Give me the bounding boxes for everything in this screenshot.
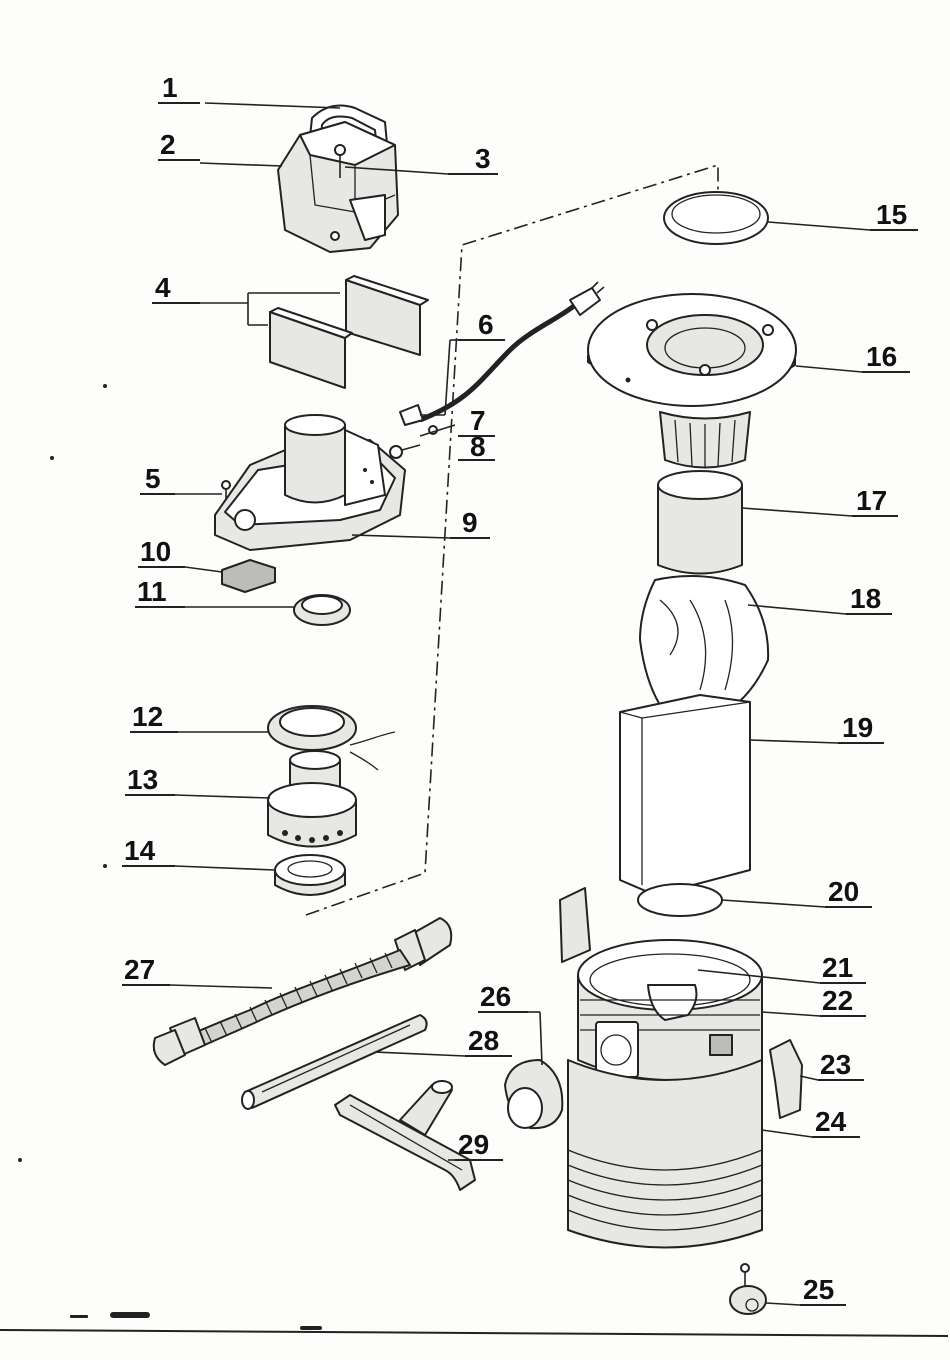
callout-25: 25 (803, 1274, 834, 1305)
callout-14: 14 (124, 835, 156, 866)
callout-8: 8 (470, 431, 486, 462)
part-9-motor-housing (215, 415, 405, 550)
part-18-cloth-filter (640, 576, 768, 715)
callout-27: 27 (124, 954, 155, 985)
callout-3: 3 (475, 143, 491, 174)
callout-9: 9 (462, 507, 478, 538)
part-23-latch (770, 1040, 802, 1118)
callout-16: 16 (866, 341, 897, 372)
part-11-seal-ring (294, 595, 350, 625)
callout-18: 18 (850, 583, 881, 614)
part-20-filter-disc (638, 884, 722, 916)
callout-4: 4 (155, 272, 171, 303)
part-29-floor-nozzle (335, 1081, 475, 1190)
part-7-cable-clip (420, 425, 455, 436)
part-6-power-cable (400, 282, 604, 425)
callout-28: 28 (468, 1025, 499, 1056)
part-16-lid-plate (588, 294, 796, 468)
part-8-screw (390, 445, 420, 458)
callout-12: 12 (132, 701, 163, 732)
part-14-lower-gasket (275, 855, 345, 895)
callout-19: 19 (842, 712, 873, 743)
part-2-handle-housing (278, 122, 398, 252)
callout-21: 21 (822, 952, 853, 983)
part-19-dust-bag (620, 695, 750, 895)
callout-17: 17 (856, 485, 887, 516)
callout-20: 20 (828, 876, 859, 907)
part-25-caster-wheel (730, 1264, 766, 1314)
callout-23: 23 (820, 1049, 851, 1080)
part-22-head-ring (578, 940, 762, 1080)
part-27-suction-hose (154, 918, 452, 1065)
callout-11: 11 (137, 576, 167, 607)
part-13-motor (268, 751, 356, 847)
callout-29: 29 (458, 1129, 489, 1160)
callout-15: 15 (876, 199, 907, 230)
callout-13: 13 (127, 764, 158, 795)
callout-2: 2 (160, 129, 176, 160)
part-17-filter-sleeve (658, 471, 742, 574)
callout-26: 26 (480, 981, 511, 1012)
callout-6: 6 (478, 309, 494, 340)
callout-22: 22 (822, 985, 853, 1016)
part-10-filter-block (222, 560, 275, 592)
part-26-hose-adaptor (505, 1060, 562, 1128)
part-24-container-drum (568, 1060, 762, 1248)
callout-24: 24 (815, 1106, 847, 1137)
part-28-extension-tube (242, 1015, 427, 1109)
part-15-top-ring (664, 192, 768, 244)
callout-10: 10 (140, 536, 171, 567)
callout-1: 1 (162, 72, 178, 103)
callout-5: 5 (145, 463, 161, 494)
